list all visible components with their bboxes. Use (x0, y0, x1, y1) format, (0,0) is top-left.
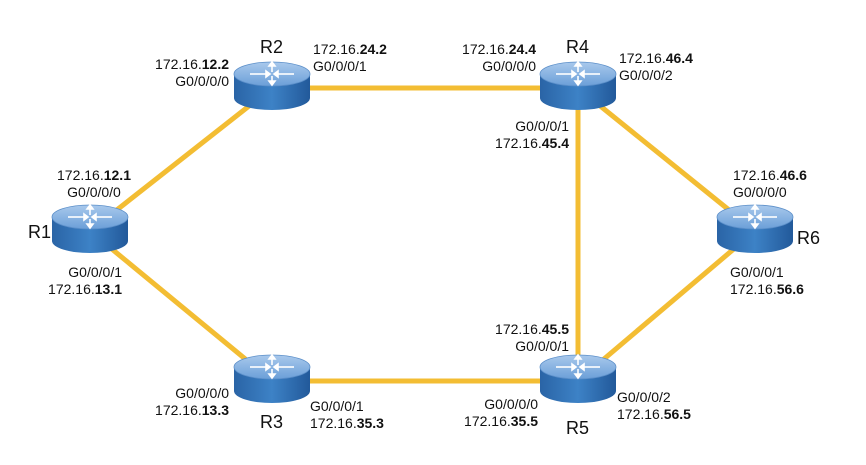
router-label-r4: R4 (566, 37, 590, 57)
interface-label-r2-g0: 172.16.12.2 G0/0/0/0 (125, 56, 229, 90)
ip-address: 172.16.45.5 (495, 321, 569, 337)
router-icon-r1 (51, 203, 129, 253)
port-name: G0/0/0/1 (515, 338, 569, 354)
router-icon-r3 (233, 353, 311, 403)
port-name: G0/0/0/2 (619, 67, 673, 83)
interface-label-r4-g1: G0/0/0/1 172.16.45.4 (465, 118, 569, 152)
port-name: G0/0/0/1 (313, 58, 367, 74)
port-name: G0/0/0/1 (515, 118, 569, 134)
interface-label-r5-g2: G0/0/0/2 172.16.56.5 (617, 389, 691, 423)
interface-label-r6-g1: G0/0/0/1 172.16.56.6 (730, 264, 804, 298)
ip-address: 172.16.12.2 (155, 56, 229, 72)
interface-label-r1-g1: G0/0/0/1 172.16.13.1 (20, 264, 122, 298)
link-r5-r6 (576, 229, 757, 383)
ip-address: 172.16.24.2 (313, 41, 387, 57)
port-name: G0/0/0/0 (67, 184, 121, 200)
port-name: G0/0/0/1 (68, 264, 122, 280)
router-icon-r6 (716, 203, 794, 253)
interface-label-r3-g1: G0/0/0/1 172.16.35.3 (310, 398, 384, 432)
interface-label-r3-g0: G0/0/0/0 172.16.13.3 (125, 385, 229, 419)
ip-address: 172.16.12.1 (57, 167, 131, 183)
port-name: G0/0/0/0 (482, 58, 536, 74)
router-label-r3: R3 (260, 412, 284, 432)
ip-address: 172.16.46.6 (733, 167, 807, 183)
interface-label-r4-g2: 172.16.46.4 G0/0/0/2 (619, 50, 693, 84)
ip-address: 172.16.35.3 (310, 415, 384, 431)
port-name: G0/0/0/0 (484, 396, 538, 412)
link-r1-r2 (88, 86, 274, 233)
port-name: G0/0/0/0 (175, 73, 229, 89)
link-r1-r3 (88, 229, 274, 383)
router-icon-r5 (539, 353, 617, 403)
ip-address: 172.16.13.1 (48, 281, 122, 297)
interface-label-r4-g0: 172.16.24.4 G0/0/0/0 (432, 41, 536, 75)
port-name: G0/0/0/0 (175, 385, 229, 401)
router-icon-r4 (539, 60, 617, 110)
router-label-r1: R1 (28, 222, 52, 242)
ip-address: 172.16.56.6 (730, 281, 804, 297)
ip-address: 172.16.56.5 (617, 406, 691, 422)
ip-address: 172.16.24.4 (462, 41, 536, 57)
link-r4-r6 (576, 86, 757, 233)
port-name: G0/0/0/1 (730, 264, 784, 280)
router-label-r5: R5 (566, 418, 590, 438)
ip-address: 172.16.13.3 (155, 402, 229, 418)
interface-label-r1-g0: 172.16.12.1 G0/0/0/0 (44, 167, 144, 201)
interface-label-r2-g1: 172.16.24.2 G0/0/0/1 (313, 41, 387, 75)
interface-label-r5-g1: 172.16.45.5 G0/0/0/1 (465, 321, 569, 355)
ip-address: 172.16.46.4 (619, 50, 693, 66)
interface-label-r6-g0: 172.16.46.6 G0/0/0/0 (733, 167, 807, 201)
router-icon-r2 (233, 60, 311, 110)
port-name: G0/0/0/1 (310, 398, 364, 414)
port-name: G0/0/0/0 (733, 184, 787, 200)
ip-address: 172.16.45.4 (495, 135, 569, 151)
router-label-r6: R6 (797, 228, 821, 248)
ip-address: 172.16.35.5 (464, 413, 538, 429)
router-label-r2: R2 (260, 37, 284, 57)
interface-label-r5-g0: G0/0/0/0 172.16.35.5 (432, 396, 538, 430)
port-name: G0/0/0/2 (617, 389, 671, 405)
